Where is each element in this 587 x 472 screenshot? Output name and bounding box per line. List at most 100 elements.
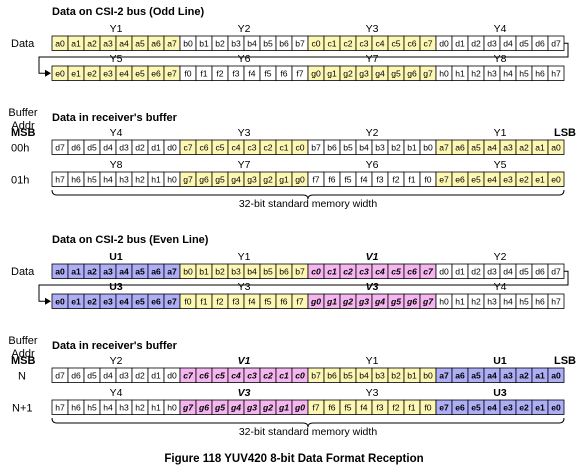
bit-label: h5 [519,297,529,307]
group-label: Y3 [238,281,251,293]
bit-label: a3 [503,371,513,381]
bit-label: g0 [310,297,321,307]
group-label: U3 [109,281,123,293]
group-label: Y2 [238,23,251,35]
bit-label: d6 [535,39,545,49]
bit-label: a0 [551,143,561,153]
bit-label: d2 [471,267,481,277]
bit-label: g6 [406,297,417,307]
bit-label: b6 [279,267,289,277]
bit-label: d0 [439,39,449,49]
bit-label: g6 [407,69,417,79]
bit-label: e4 [119,69,129,79]
bit-label: c2 [263,371,273,381]
bit-label: h2 [135,175,145,185]
bit-label: e0 [55,297,65,307]
buffer-address: 00h [11,143,29,155]
bit-label: b5 [343,143,353,153]
bit-label: c7 [423,39,432,49]
group-label: U3 [493,387,507,399]
bit-label: g6 [199,175,209,185]
bit-label: d6 [71,143,81,153]
bit-label: g5 [214,403,225,413]
bit-label: c0 [295,371,305,381]
bit-label: b0 [423,371,433,381]
bit-label: h5 [87,175,97,185]
bit-label: g4 [231,175,241,185]
bit-label: f5 [264,69,271,79]
bit-label: e0 [55,69,65,79]
bit-label: b7 [311,143,321,153]
bit-label: f1 [408,175,415,185]
bit-label: d1 [455,39,465,49]
bit-cell [547,171,565,187]
bit-label: h0 [167,403,177,413]
bit-label: e2 [87,297,97,307]
bit-label: d0 [167,371,177,381]
bit-label: a2 [519,143,529,153]
bit-label: f2 [216,69,223,79]
bit-label: d5 [519,39,529,49]
bit-label: b6 [327,371,337,381]
bit-label: a6 [455,371,465,381]
data-label: Data [11,266,35,278]
bit-label: b7 [295,267,305,277]
bit-label: h1 [151,175,161,185]
bit-label: c7 [423,267,434,277]
bit-label: c0 [311,39,320,49]
bit-label: f5 [344,403,351,413]
bit-label: e1 [71,297,81,307]
bit-label: f6 [328,403,335,413]
bit-label: h6 [535,297,545,307]
group-label: Y4 [110,127,123,139]
bit-label: g3 [246,403,257,413]
bit-label: f6 [280,69,287,79]
bit-label: f3 [376,403,383,413]
bit-label: h5 [519,69,529,79]
bit-label: e4 [119,297,129,307]
bit-label: d1 [151,371,161,381]
group-label: Y2 [366,127,379,139]
bit-label: h7 [55,175,65,185]
group-label: Y7 [238,159,251,171]
bit-label: c6 [199,143,208,153]
group-label: Y1 [494,127,507,139]
width-brace [51,417,565,428]
bit-label: a7 [167,267,177,277]
bit-label: e3 [103,69,113,79]
wrap-arrow-line [38,270,569,302]
bit-label: c6 [407,267,417,277]
group-label: Y2 [110,355,123,367]
bit-label: g5 [391,69,401,79]
group-label: V3 [238,387,251,399]
bit-label: b4 [359,371,369,381]
group-label: Y5 [494,159,507,171]
bit-label: f0 [424,175,431,185]
bit-label: c5 [391,267,401,277]
bit-label: b5 [263,39,273,49]
bit-label: g3 [247,175,257,185]
bit-label: a7 [439,143,449,153]
bit-label: c0 [311,267,321,277]
bit-label: e3 [503,175,513,185]
bit-label: c1 [327,39,336,49]
bit-label: f5 [344,175,351,185]
bit-label: f3 [232,297,239,307]
bit-label: d2 [471,39,481,49]
bit-label: b1 [407,371,417,381]
bit-label: g3 [358,297,369,307]
bit-label: d5 [87,371,97,381]
bit-label: g6 [198,403,209,413]
bit-label: e3 [103,297,113,307]
group-label: Y6 [238,53,251,65]
bit-label: g1 [279,175,289,185]
bit-label: g7 [423,69,433,79]
bit-label: a2 [87,267,97,277]
bit-label: d4 [103,371,113,381]
bit-label: e6 [455,175,465,185]
bit-label: g1 [278,403,289,413]
bit-label: d3 [119,371,129,381]
bit-label: e5 [471,175,481,185]
bit-label: h3 [119,175,129,185]
bit-label: f2 [392,175,399,185]
